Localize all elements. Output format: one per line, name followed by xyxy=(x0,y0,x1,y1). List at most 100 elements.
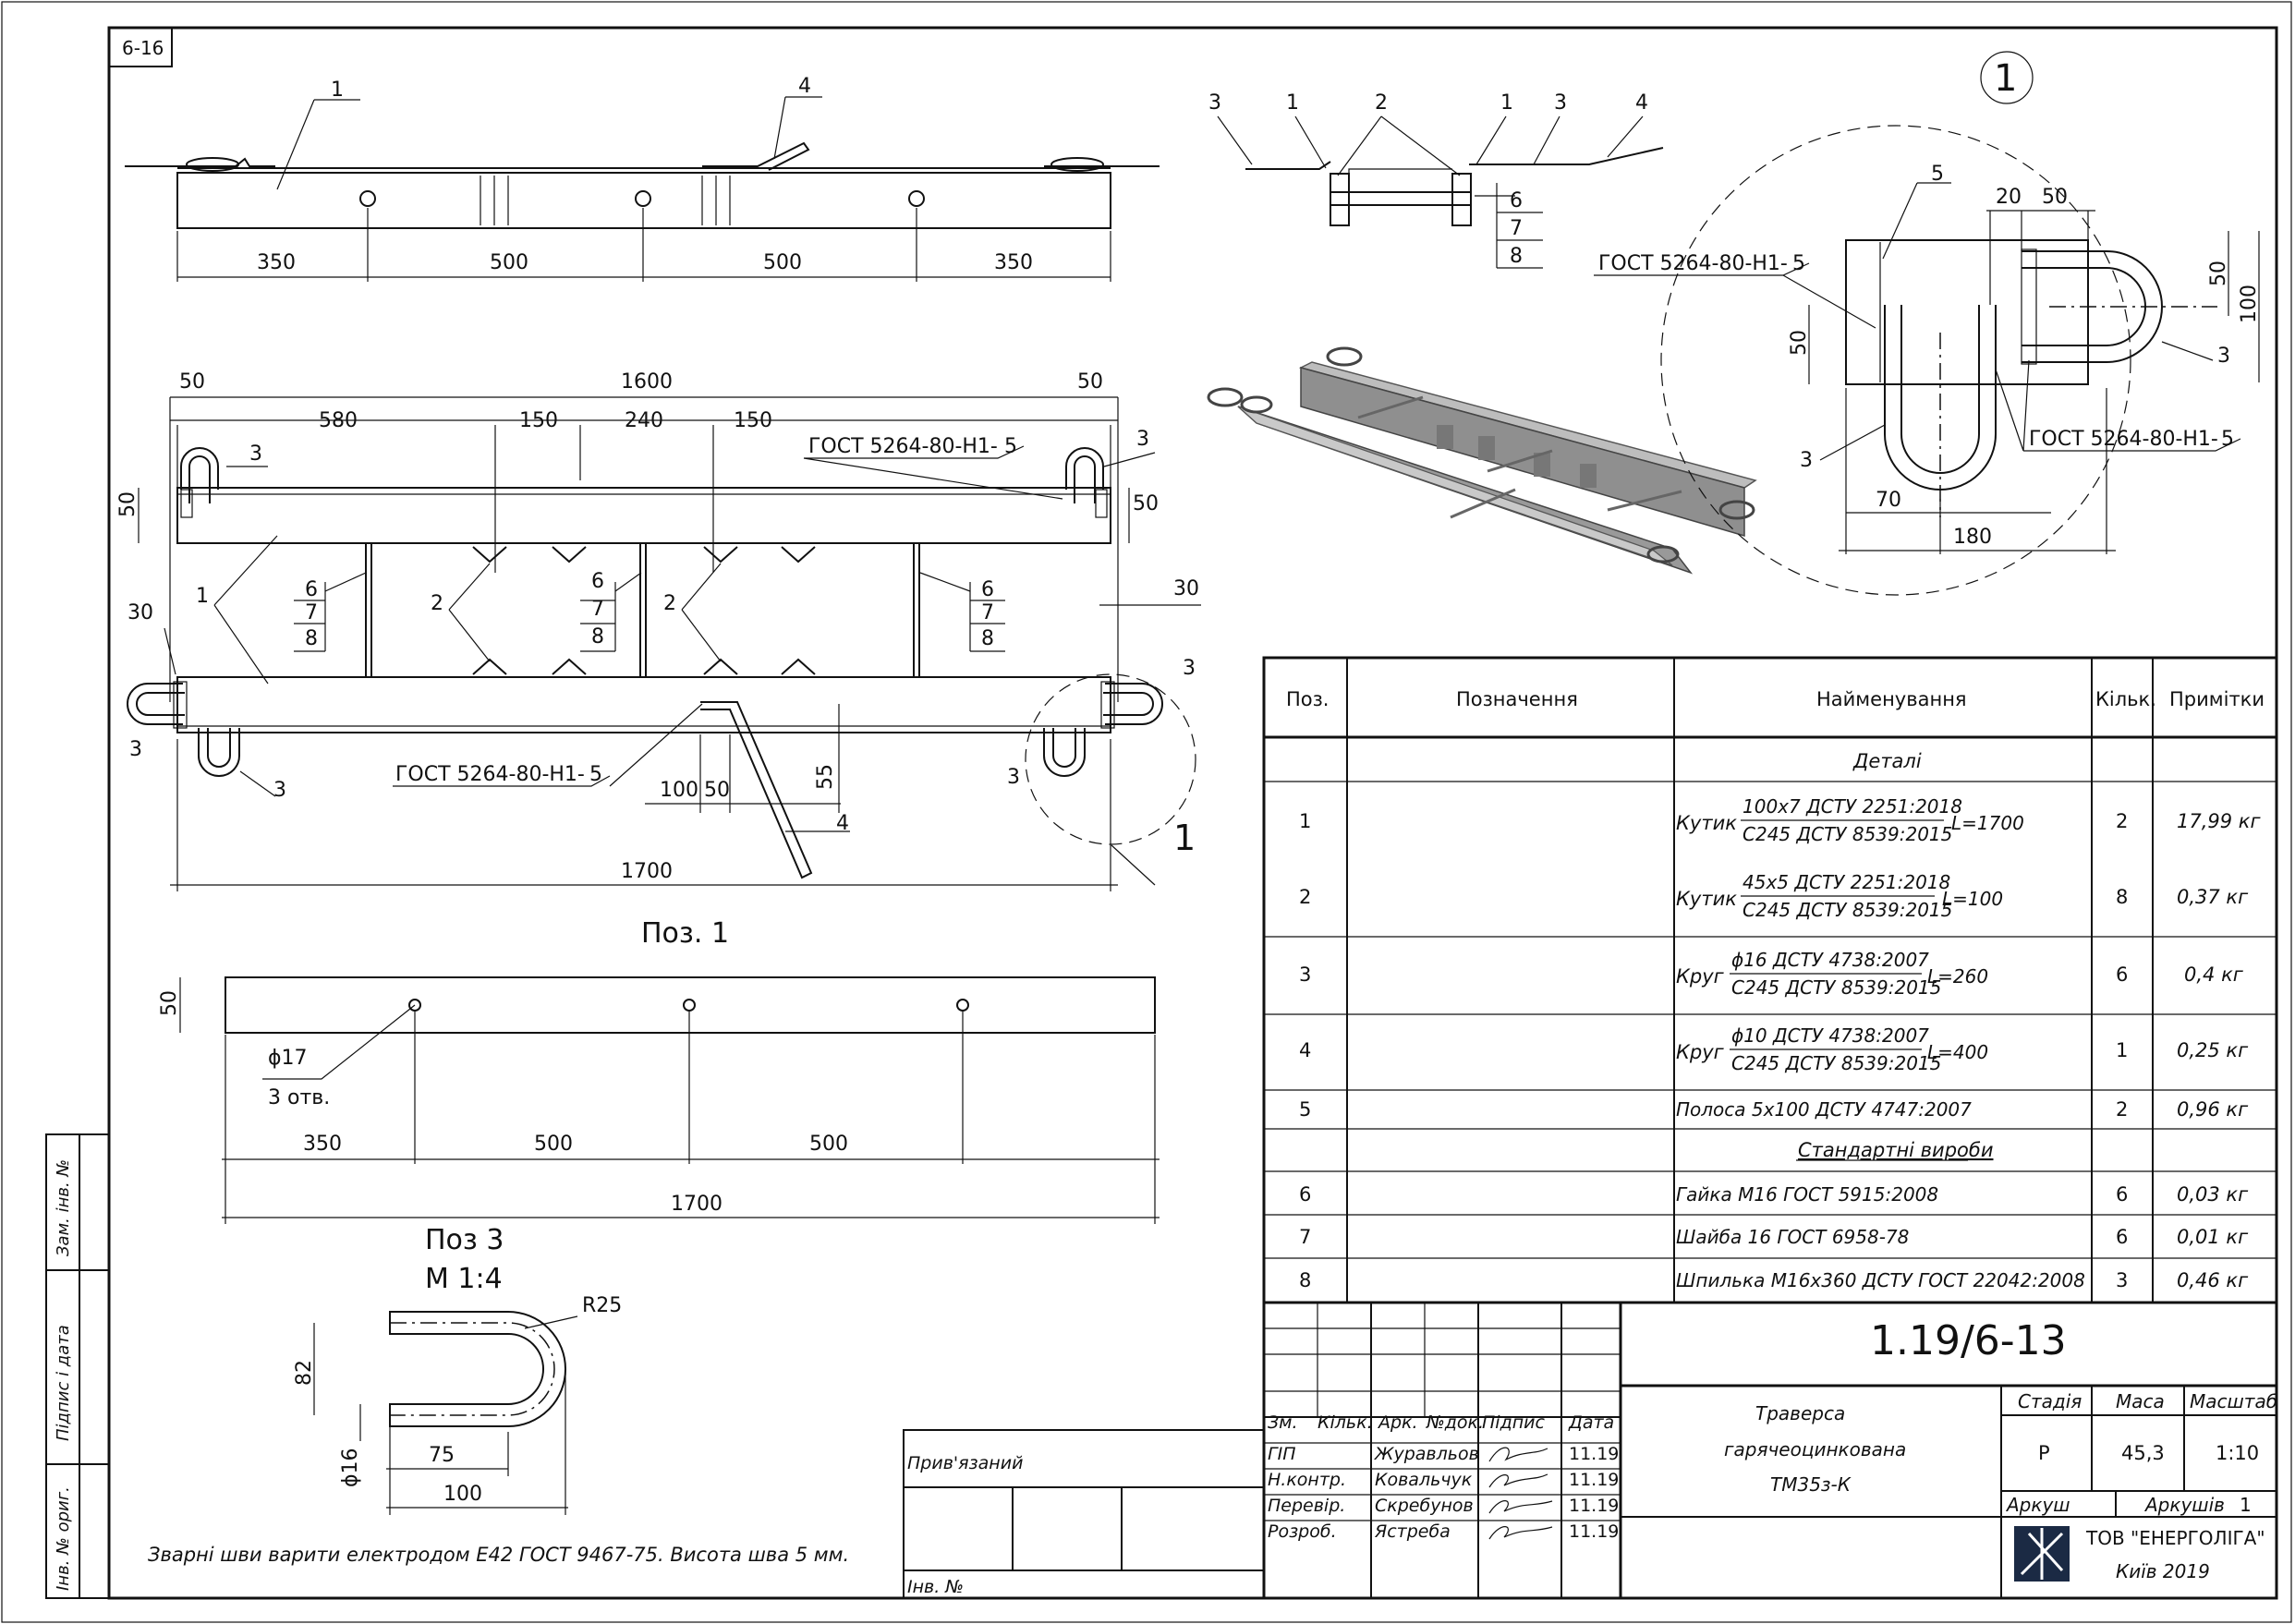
spec-row-7-note: 0,01 кг xyxy=(2177,1226,2249,1248)
tb-city-year: Київ 2019 xyxy=(2116,1560,2210,1582)
spec-row-3-qty: 6 xyxy=(2116,963,2128,986)
detail-1-dim-20: 20 xyxy=(1996,186,2022,209)
spec-row-8-qty: 3 xyxy=(2116,1269,2128,1291)
plan-stack-2: 6 7 8 xyxy=(580,570,642,652)
tb-privyaz: Прив'язаний xyxy=(907,1453,1023,1473)
plan-stack-3-6: 6 xyxy=(981,578,994,601)
spec-row-4-bottom: С245 ДСТУ 8539:2015 xyxy=(1731,1052,1941,1074)
spec-row-1-pos: 1 xyxy=(1299,810,1311,832)
spec-row-2-suffix: L=100 xyxy=(1942,888,2003,910)
tb-name-4: Ястреба xyxy=(1374,1521,1451,1542)
spec-row-4-top: ϕ10 ДСТУ 4738:2007 xyxy=(1731,1024,1929,1047)
spec-row-8-name: Шпилька М16х360 ДСТУ ГОСТ 22042:2008 xyxy=(1676,1269,2085,1291)
spec-row: 5 Полоса 5х100 ДСТУ 4747:2007 2 0,96 кг xyxy=(1299,1098,2249,1121)
spec-header-pos: Поз. xyxy=(1286,688,1329,710)
detail-1-weld-1-leg: 5 xyxy=(1792,252,1805,275)
poz-3-scale: М 1:4 xyxy=(425,1263,503,1295)
tb-col-data: Дата xyxy=(1568,1412,1614,1433)
plan-stack-1: 6 7 8 xyxy=(294,572,367,652)
plan-stack-2-7: 7 xyxy=(591,598,604,621)
plan-stack-3-8: 8 xyxy=(981,627,994,650)
tb-col-zm: Зм. xyxy=(1268,1412,1298,1433)
spec-row-1-suffix: L=1700 xyxy=(1951,812,2024,834)
spec-header-qty: Кільк. xyxy=(2095,688,2156,710)
front-view: 350 500 500 350 1 4 xyxy=(125,75,1160,282)
detail-1-dim-50v: 50 xyxy=(2207,261,2230,286)
spec-row-7-name: Шайба 16 ГОСТ 6958-78 xyxy=(1676,1226,1909,1248)
spec-row-3-bottom: С245 ДСТУ 8539:2015 xyxy=(1731,976,1941,999)
tb-mass: 45,3 xyxy=(2121,1442,2165,1464)
spec-row-6-pos: 6 xyxy=(1299,1183,1311,1206)
spec-row-2-pos: 2 xyxy=(1299,886,1311,908)
end-pos-1b: 1 xyxy=(1500,91,1513,115)
spec-row: 4 Круг ϕ10 ДСТУ 4738:2007 С245 ДСТУ 8539… xyxy=(1299,1024,2249,1074)
spec-row-1-note: 17,99 кг xyxy=(2177,810,2261,832)
spec-row: 1 Кутик 100x7 ДСТУ 2251:2018 С245 ДСТУ 8… xyxy=(1299,795,2261,845)
spec-row-3-top: ϕ16 ДСТУ 4738:2007 xyxy=(1731,949,1929,971)
spec-row: 8 Шпилька М16х360 ДСТУ ГОСТ 22042:2008 3… xyxy=(1299,1269,2249,1291)
plan-stack-1-7: 7 xyxy=(305,601,318,624)
tb-sheets: 1 xyxy=(2240,1494,2252,1516)
plan-pos-3c: 3 xyxy=(129,738,142,761)
poz-3-dim-82: 82 xyxy=(293,1360,316,1386)
tb-company: ТОВ "ЕНЕРГОЛІГА" xyxy=(2085,1527,2265,1549)
plan-weld-1: ГОСТ 5264-80-Н1- xyxy=(808,435,998,458)
poz-3-dim-100: 100 xyxy=(443,1483,482,1506)
detail-1-weld-2-leg: 5 xyxy=(2221,428,2234,451)
front-dim-3: 500 xyxy=(763,251,802,274)
company-logo xyxy=(2014,1526,2070,1582)
spec-section-details: Деталі xyxy=(1852,750,1922,772)
detail-1-title: 1 xyxy=(1994,57,2017,100)
spec-row-6-name: Гайка М16 ГОСТ 5915:2008 xyxy=(1676,1183,1938,1206)
detail-1-view: 1 5 3 3 20 50 50 100 50 70 180 ГОСТ 5264… xyxy=(1594,51,2261,596)
front-dim-4: 350 xyxy=(994,251,1033,274)
plan-dim-1600: 1600 xyxy=(621,370,673,394)
end-pos-3b: 3 xyxy=(1554,91,1567,115)
plan-stack-1-8: 8 xyxy=(305,627,318,650)
detail-1-dim-180: 180 xyxy=(1953,526,1992,549)
spec-section-standard: Стандартні вироби xyxy=(1798,1139,1994,1161)
poz-1-dim-1700: 1700 xyxy=(671,1193,722,1216)
plan-dim-100: 100 xyxy=(660,779,698,802)
tb-col-ndok: №док. xyxy=(1426,1412,1484,1433)
title-line-2: гарячеоцинкована xyxy=(1724,1438,1906,1460)
plan-dim-240: 240 xyxy=(625,409,663,432)
end-pos-4: 4 xyxy=(1635,91,1648,115)
spec-row-2-prefix: Кутик xyxy=(1676,888,1737,910)
spec-row-1-bottom: С245 ДСТУ 8539:2015 xyxy=(1742,823,1952,845)
plan-dim-50-left: 50 xyxy=(179,370,205,394)
tb-name-1: Журавльов xyxy=(1374,1444,1479,1464)
spec-header-notes: Примітки xyxy=(2169,688,2265,710)
spec-row-8-note: 0,46 кг xyxy=(2177,1269,2249,1291)
spec-row-3-pos: 3 xyxy=(1299,963,1311,986)
tb-col-pidpys: Підпис xyxy=(1482,1412,1545,1433)
spec-row-4-note: 0,25 кг xyxy=(2177,1039,2249,1061)
plan-pos-3d: 3 xyxy=(273,779,286,802)
spec-row-5-pos: 5 xyxy=(1299,1098,1311,1121)
spec-row-1-top: 100x7 ДСТУ 2251:2018 xyxy=(1742,795,1962,818)
poz-1-dim-500b: 500 xyxy=(809,1133,848,1156)
front-dim-1: 350 xyxy=(257,251,296,274)
plan-detail-mark: 1 xyxy=(1173,818,1196,858)
tb-date-4: 11.19 xyxy=(1569,1521,1619,1542)
plan-dim-1700: 1700 xyxy=(621,860,673,883)
poz-3-dim-d16: ϕ16 xyxy=(339,1448,362,1487)
spec-row-4-qty: 1 xyxy=(2116,1039,2128,1061)
tb-sheet-label: Аркуш xyxy=(2005,1494,2070,1516)
tb-role-1: ГІП xyxy=(1268,1444,1295,1464)
tb-sheets-label: Аркушів xyxy=(2143,1494,2225,1516)
poz-1-hole: ϕ17 xyxy=(268,1047,308,1070)
spec-row-3-prefix: Круг xyxy=(1676,965,1725,988)
tb-name-3: Скребунов xyxy=(1375,1496,1474,1516)
tb-date-2: 11.19 xyxy=(1569,1470,1619,1490)
side-stamp: Інв. № ориг. Підпис і дата Зам. інв. № xyxy=(45,1133,110,1599)
spec-row: 2 Кутик 45x5 ДСТУ 2251:2018 С245 ДСТУ 85… xyxy=(1299,871,2249,921)
spec-row-5-name: Полоса 5х100 ДСТУ 4747:2007 xyxy=(1676,1098,1972,1121)
plan-weld-2: ГОСТ 5264-80-Н1- xyxy=(395,763,585,786)
spec-row-4-suffix: L=400 xyxy=(1927,1041,1988,1063)
tb-date-1: 11.19 xyxy=(1569,1444,1619,1464)
detail-1-pos-3b: 3 xyxy=(1800,449,1813,472)
spec-row-1-prefix: Кутик xyxy=(1676,812,1737,834)
title-line-1: Траверса xyxy=(1755,1402,1845,1424)
